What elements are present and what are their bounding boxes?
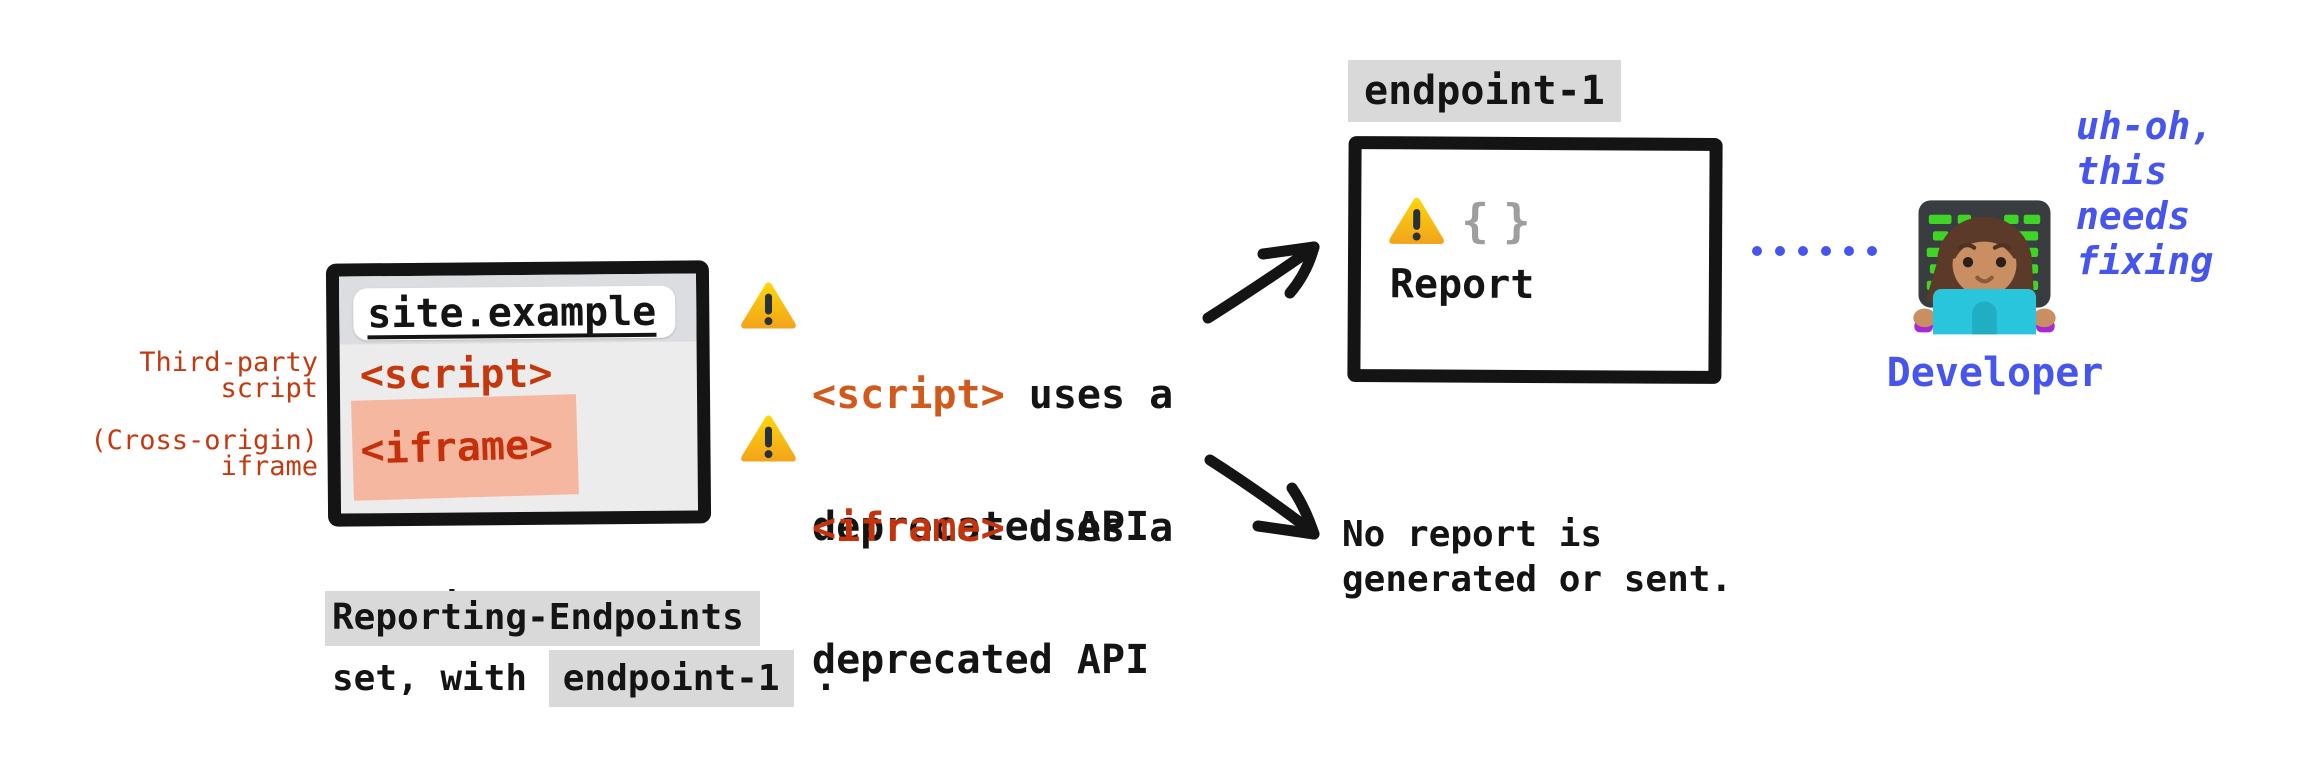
no-report-line2: generated or sent.: [1342, 559, 1733, 600]
footnote-set-with: set, with: [332, 658, 549, 699]
label-line: iframe: [220, 451, 318, 482]
thought-line: uh-oh,: [2076, 104, 2214, 148]
footnote-period: .: [793, 658, 837, 699]
warning-tail: uses a: [1004, 372, 1174, 418]
thought-line: fixing: [2076, 239, 2214, 283]
warning-line1: <script> uses a: [812, 373, 1173, 417]
warning-tail: uses a: [1004, 505, 1174, 551]
warning-text-script: <script> uses a deprecated API: [812, 285, 1173, 637]
warning-line1: <iframe> uses a: [812, 506, 1173, 550]
dotted-connector: [1752, 246, 1877, 256]
endpoint-box: {} Report: [1347, 136, 1723, 384]
developer-thought: uh-oh, this needs fixing: [2076, 104, 2213, 284]
warning-icon: [1389, 197, 1444, 245]
report-title: Report: [1389, 261, 1535, 308]
label-line: script: [220, 373, 318, 404]
dot: [1844, 246, 1854, 256]
thought-line: this: [2076, 149, 2168, 193]
iframe-code: <iframe>: [812, 505, 1005, 551]
script-tag-text: <script>: [359, 350, 553, 399]
warning-icon-iframe: [740, 413, 797, 467]
dot: [1798, 246, 1808, 256]
arrow-to-endpoint-icon: [1202, 241, 1320, 324]
warning-icon: [741, 282, 796, 329]
warning-text-iframe: <iframe> uses a deprecated API: [812, 418, 1173, 762]
footnote-line3: set, with endpoint-1 .: [332, 650, 837, 707]
iframe-tag-text: <iframe>: [359, 421, 554, 474]
endpoint-label: endpoint-1: [1348, 60, 1621, 122]
dot: [1775, 246, 1785, 256]
report-row: {}: [1388, 193, 1545, 248]
arrow-to-no-report-icon: [1204, 454, 1320, 540]
developer-caption: Developer: [1886, 350, 2104, 396]
dot: [1821, 246, 1831, 256]
iframe-highlight: <iframe>: [351, 394, 579, 501]
json-braces-icon: {}: [1461, 193, 1545, 249]
warning-icon: [741, 415, 796, 462]
label-third-party-script: Third-party script: [88, 347, 318, 404]
label-line: (Cross-origin): [90, 425, 318, 456]
no-report-text: No report is generated or sent.: [1342, 512, 1732, 602]
label-line: Third-party: [139, 347, 318, 378]
warning-icon-script: [740, 280, 797, 334]
warning-line2: deprecated API: [812, 504, 1150, 550]
warning-line2: deprecated API: [812, 637, 1150, 683]
no-report-line1: No report is: [1342, 514, 1603, 555]
dot: [1867, 246, 1877, 256]
thought-line: needs: [2076, 194, 2191, 238]
dot: [1752, 246, 1762, 256]
address-bar-url: site.example: [367, 288, 657, 338]
label-cross-origin-iframe: (Cross-origin) iframe: [88, 425, 318, 482]
address-bar: site.example: [353, 285, 676, 341]
footnote-endpoint-chip: endpoint-1: [548, 650, 794, 707]
woman-technologist-emoji: [1913, 200, 2056, 335]
script-code: <script>: [812, 372, 1005, 418]
browser-window: site.example <script> <iframe>: [325, 260, 712, 527]
footnote-header-chip: Reporting-Endpoints: [325, 591, 760, 646]
